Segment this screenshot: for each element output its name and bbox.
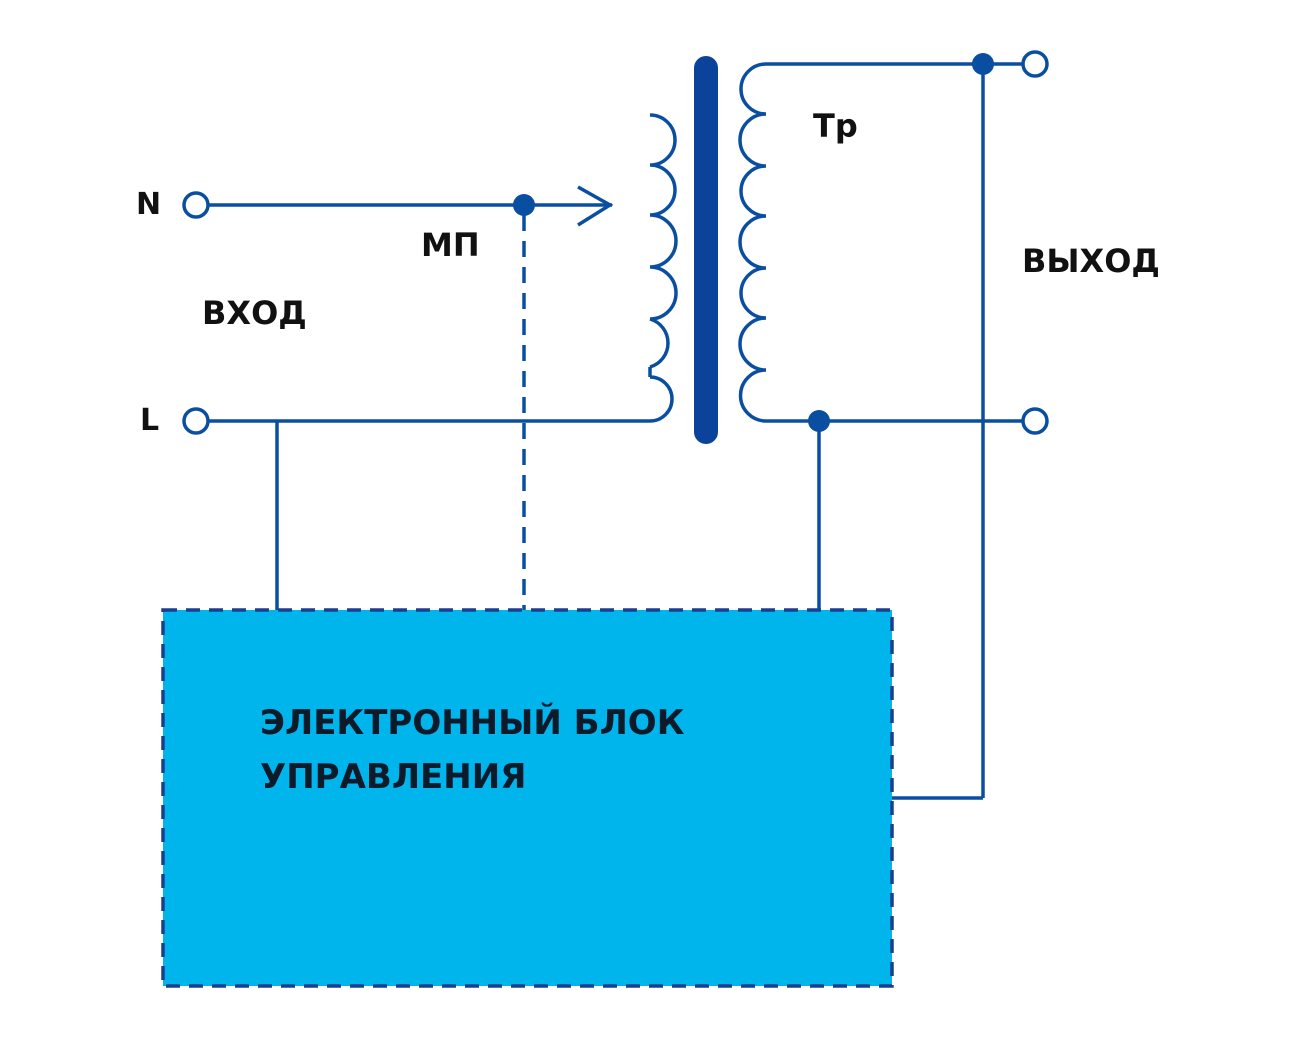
slider-junction <box>513 194 535 216</box>
primary-winding <box>649 113 678 423</box>
l-terminal-label: L <box>140 403 160 438</box>
secondary-winding <box>738 62 767 423</box>
control-block <box>161 608 894 988</box>
n-terminal-label: N <box>136 187 162 222</box>
control-block-label-line2: УПРАВЛЕНИЯ <box>260 757 527 797</box>
transformer-label: Тр <box>813 107 858 145</box>
output-top-terminal <box>1021 50 1049 78</box>
control-block-label-line1: ЭЛЕКТРОННЫЙ БЛОК <box>260 703 685 743</box>
output-bottom-terminal <box>1021 407 1049 435</box>
n-terminal <box>182 191 210 219</box>
control-block-label: ЭЛЕКТРОННЫЙ БЛОК УПРАВЛЕНИЯ <box>260 696 685 804</box>
output-label: ВЫХОД <box>1022 242 1160 280</box>
slider-label: МП <box>421 226 480 264</box>
slider-arrowhead <box>577 185 614 227</box>
input-label: ВХОД <box>202 294 307 332</box>
l-terminal <box>182 407 210 435</box>
